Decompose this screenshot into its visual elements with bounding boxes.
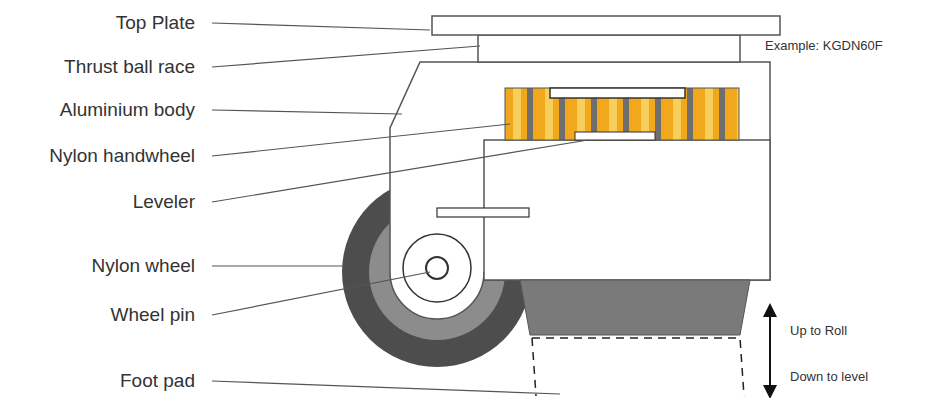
leveler [575, 132, 655, 140]
brake-slot [437, 208, 529, 217]
wheel-hub [403, 234, 471, 302]
part-label: Top Plate [116, 13, 195, 32]
direction-note: Up to Roll [790, 324, 847, 337]
foot-pad-lowered [532, 338, 744, 396]
part-label: Foot pad [120, 371, 195, 390]
wheel-pin [426, 257, 448, 279]
foot-pad [520, 280, 750, 335]
direction-note: Down to level [790, 370, 868, 383]
model-example: Example: KGDN60F [765, 39, 883, 52]
travel-arrow [769, 310, 771, 392]
part-label: Nylon handwheel [49, 146, 195, 165]
nylon-handwheel [505, 88, 739, 140]
part-label: Leveler [133, 192, 195, 211]
leader-lines [212, 23, 588, 394]
part-label: Thrust ball race [64, 57, 195, 76]
thrust-ball-race [478, 35, 740, 62]
top-plate [432, 16, 780, 35]
part-label: Wheel pin [111, 305, 196, 324]
handwheel-cap [550, 88, 685, 98]
part-label: Aluminium body [60, 100, 195, 119]
part-label: Nylon wheel [92, 256, 196, 275]
